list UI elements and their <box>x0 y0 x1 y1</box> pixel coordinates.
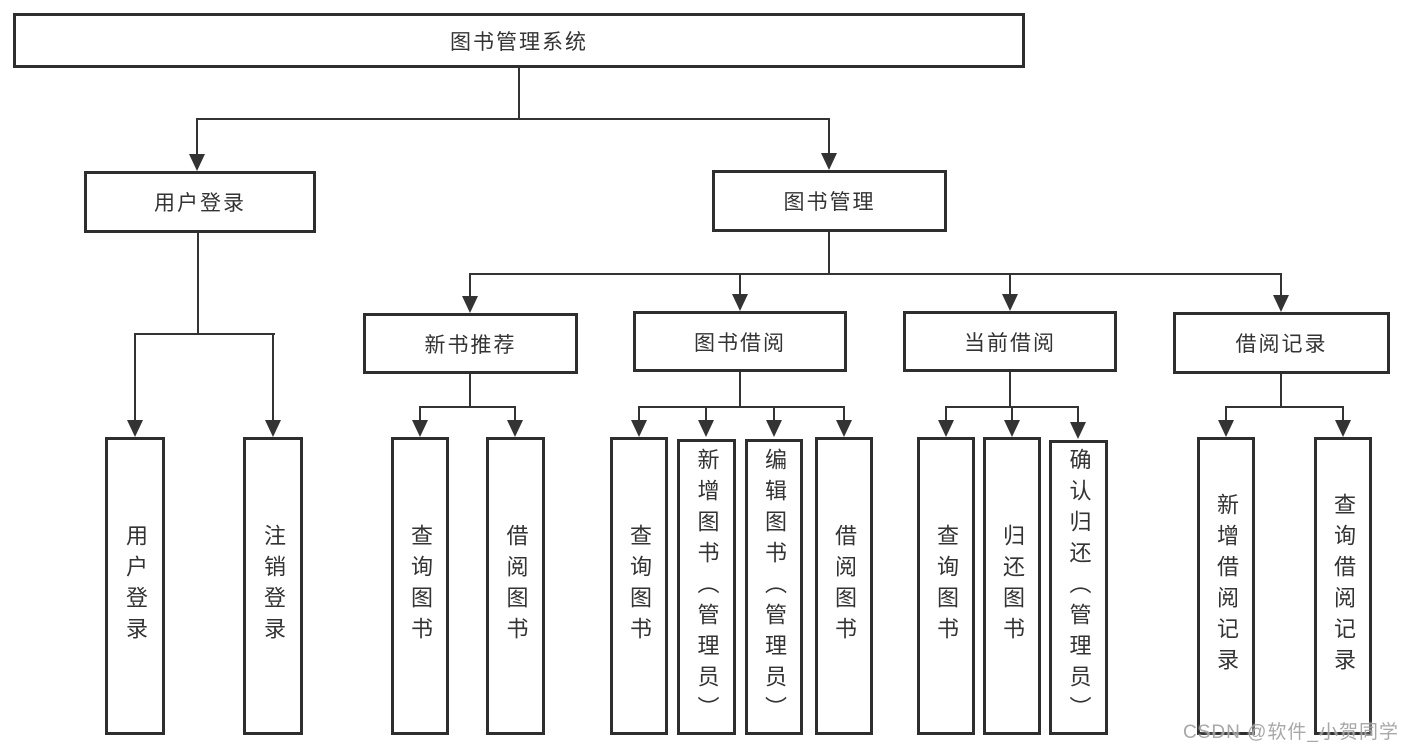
leaf-query-borrow-record: 查询借阅记录 <box>1314 437 1372 735</box>
leaf-query-books-recommend: 查询图书 <box>391 437 449 735</box>
node-book-borrow: 图书借阅 <box>633 311 847 372</box>
arrow-down-icon <box>1218 420 1234 437</box>
node-new-book-recommend: 新书推荐 <box>363 313 578 374</box>
leaf-borrow-books: 借阅图书 <box>815 437 873 735</box>
connector <box>469 273 471 296</box>
leaf-borrow-books-recommend: 借阅图书 <box>486 437 545 735</box>
leaf-add-borrow-record: 新增借阅记录 <box>1197 437 1255 735</box>
connector <box>843 406 845 420</box>
arrow-down-icon <box>836 420 852 437</box>
connector <box>1009 372 1011 406</box>
connector <box>469 273 1282 275</box>
leaf-return-book: 归还图书 <box>983 437 1041 735</box>
connector <box>638 406 640 420</box>
leaf-logout: 注销登录 <box>243 437 303 735</box>
arrow-down-icon <box>732 294 748 311</box>
node-root-system: 图书管理系统 <box>13 13 1025 68</box>
connector <box>828 232 830 273</box>
arrow-down-icon <box>265 420 281 437</box>
arrow-down-icon <box>127 420 143 437</box>
node-borrow-records: 借阅记录 <box>1173 312 1390 374</box>
node-current-borrow: 当前借阅 <box>903 311 1117 372</box>
connector <box>196 118 830 120</box>
leaf-edit-book-admin: 编辑图书（管理员） <box>745 439 803 735</box>
connector <box>1225 406 1344 408</box>
arrow-down-icon <box>766 420 782 437</box>
connector <box>1342 406 1344 420</box>
connector <box>1225 406 1227 420</box>
node-book-management: 图书管理 <box>712 170 947 232</box>
arrow-down-icon <box>821 153 837 170</box>
arrow-down-icon <box>462 296 478 313</box>
connector <box>134 333 136 420</box>
arrow-down-icon <box>698 420 714 437</box>
connector <box>518 68 520 118</box>
connector <box>739 372 741 406</box>
csdn-watermark: CSDN @软件_小贺同学 <box>1183 722 1399 743</box>
connector <box>705 406 707 420</box>
connector <box>1011 406 1013 420</box>
connector <box>419 406 516 408</box>
connector <box>1280 273 1282 295</box>
arrow-down-icon <box>1070 422 1086 439</box>
connector <box>638 406 845 408</box>
connector <box>514 406 516 420</box>
leaf-add-book-admin: 新增图书（管理员） <box>677 439 736 735</box>
connector <box>272 333 274 420</box>
connector <box>1009 273 1011 294</box>
leaf-query-books-borrow: 查询图书 <box>610 437 668 735</box>
connector <box>1077 406 1079 422</box>
arrow-down-icon <box>507 420 523 437</box>
arrow-down-icon <box>938 420 954 437</box>
arrow-down-icon <box>1335 420 1351 437</box>
connector <box>134 333 275 335</box>
leaf-confirm-return-admin: 确认归还（管理员） <box>1049 440 1108 735</box>
connector <box>419 406 421 420</box>
connector <box>828 118 830 153</box>
node-user-login: 用户登录 <box>84 171 316 233</box>
arrow-down-icon <box>189 154 205 171</box>
connector <box>1280 374 1282 406</box>
connector <box>739 273 741 294</box>
arrow-down-icon <box>1273 295 1289 312</box>
connector <box>469 374 471 406</box>
connector <box>197 233 199 333</box>
arrow-down-icon <box>1004 420 1020 437</box>
arrow-down-icon <box>631 420 647 437</box>
arrow-down-icon <box>412 420 428 437</box>
leaf-query-books-current: 查询图书 <box>917 437 975 735</box>
connector <box>945 406 947 420</box>
leaf-user-login: 用户登录 <box>105 437 165 735</box>
arrow-down-icon <box>1002 294 1018 311</box>
connector <box>196 118 198 154</box>
connector <box>773 406 775 420</box>
